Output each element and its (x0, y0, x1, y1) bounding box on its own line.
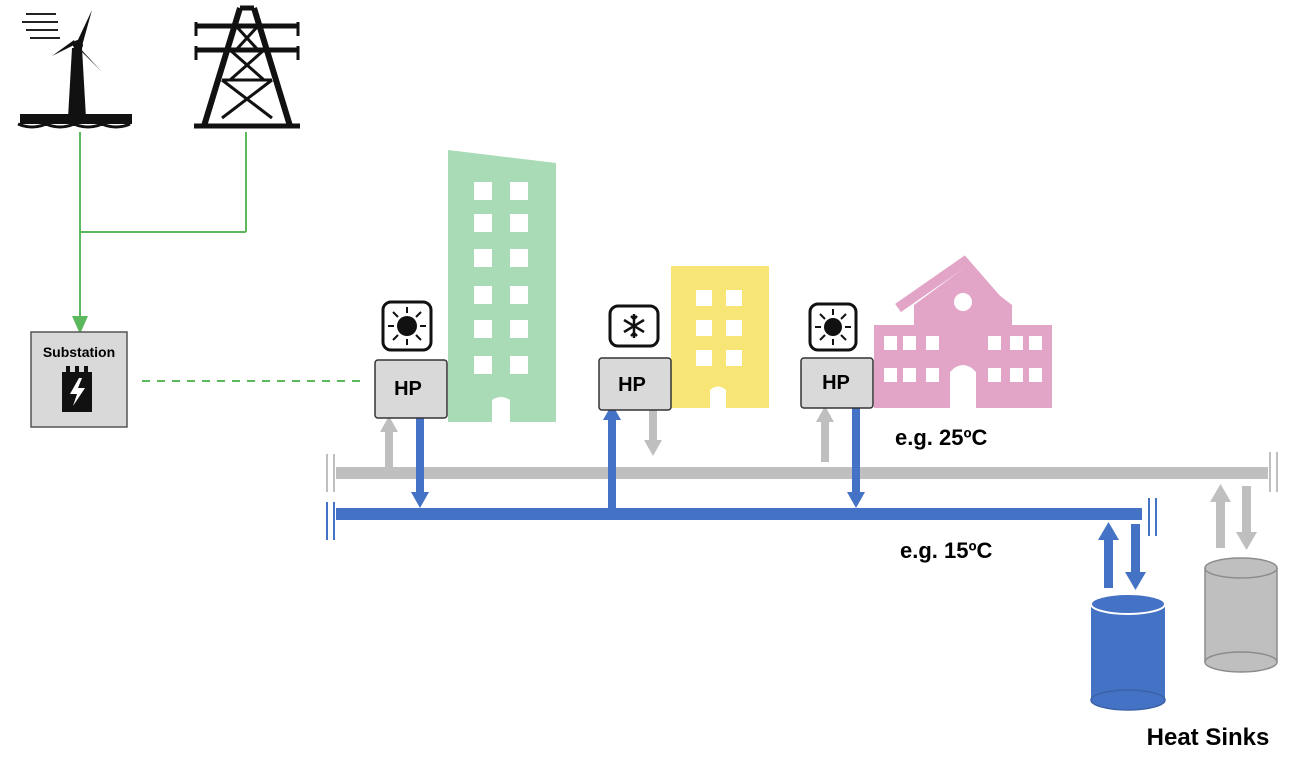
blue-sink-arrows (1098, 522, 1146, 590)
power-connection-lines (72, 132, 360, 382)
sun-heating-icon (808, 302, 858, 352)
warm-pipe (326, 452, 1278, 492)
mid-building (671, 266, 769, 408)
wind-turbine-icon (17, 10, 132, 129)
cold-pipe-temperature-label: e.g. 15ºC (900, 538, 993, 563)
lightning-icon (70, 378, 85, 406)
hp2-connections (603, 404, 662, 510)
warm-pipe-temperature-label: e.g. 25ºC (895, 425, 988, 450)
substation-box (30, 331, 128, 428)
grey-sink-arrows (1210, 484, 1257, 550)
heat-pump-3-label: HP (822, 372, 850, 394)
heat-pump-3 (800, 357, 874, 409)
heat-sinks-label: Heat Sinks (1147, 724, 1270, 751)
transmission-tower-icon (194, 5, 300, 129)
tall-building (448, 150, 556, 422)
heat-pump-2-label: HP (618, 374, 646, 396)
heat-pump-1 (374, 359, 448, 419)
cold-pipe (326, 498, 1157, 540)
heat-pump-1-label: HP (394, 378, 422, 400)
hp3-connections (816, 406, 865, 508)
blue-heat-sink-cylinder (1090, 593, 1166, 711)
hp1-connections (380, 416, 429, 508)
snowflake-cooling-icon (608, 304, 660, 348)
sun-heating-icon (381, 300, 433, 352)
substation-label: Substation (43, 344, 115, 360)
school-building (874, 255, 1052, 408)
heat-pump-2 (598, 357, 672, 411)
grey-heat-sink-cylinder (1204, 557, 1278, 673)
